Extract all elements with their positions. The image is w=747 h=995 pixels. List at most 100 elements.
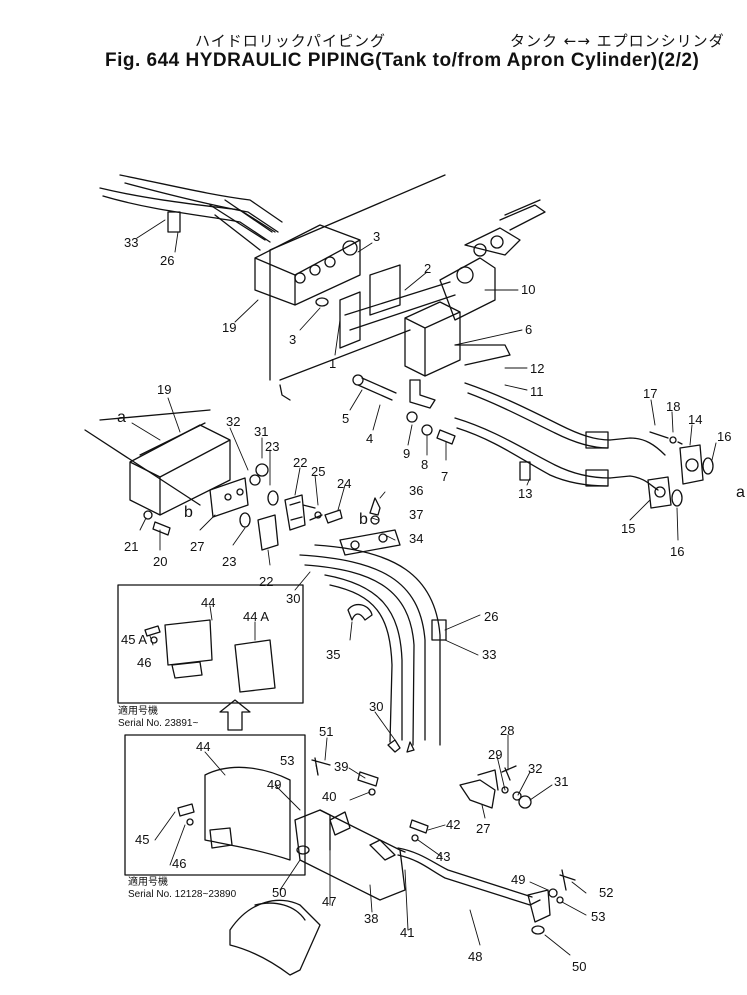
- callout-2: 2: [424, 261, 432, 276]
- callout-44: 44: [201, 595, 216, 610]
- callout-47: 47: [322, 894, 337, 909]
- callout-27: 27: [476, 821, 491, 836]
- figure-page: (2/2): [657, 50, 700, 71]
- fitting-22-upper: [284, 494, 306, 531]
- callout-16: 16: [670, 544, 685, 559]
- callout-32: 32: [226, 414, 241, 429]
- valve-body-6: [404, 301, 461, 377]
- callout-5: 5: [342, 411, 350, 426]
- leader-lines: [131, 219, 717, 956]
- callout-29: 29: [488, 747, 503, 762]
- callout-53: 53: [591, 909, 606, 924]
- flange-10: [439, 257, 496, 321]
- fitting-22-lower: [257, 514, 279, 551]
- callout-20: 20: [153, 554, 168, 569]
- callout-28: 28: [500, 723, 515, 738]
- callout-44: 44: [196, 739, 211, 754]
- hose-upper-outer: [99, 187, 276, 233]
- callout-45: 45: [135, 832, 150, 847]
- callout-a: a: [117, 409, 126, 426]
- callout-26: 26: [160, 253, 175, 268]
- callout-48: 48: [468, 949, 483, 964]
- callout-35: 35: [326, 647, 341, 662]
- callout-34: 34: [409, 531, 424, 546]
- hose-13: [464, 382, 611, 441]
- callout-52: 52: [599, 885, 614, 900]
- callout-6: 6: [525, 322, 533, 337]
- callout-3: 3: [289, 332, 297, 347]
- inset-upper-serial: Serial No. 23891~: [118, 717, 199, 729]
- frame-outline-upper: [269, 174, 446, 401]
- callout-16: 16: [717, 429, 732, 444]
- callout-15: 15: [621, 521, 636, 536]
- callout-3: 3: [373, 229, 381, 244]
- callout-33: 33: [482, 647, 497, 662]
- callout-13: 13: [518, 486, 533, 501]
- callout-41: 41: [400, 925, 415, 940]
- callout-49: 49: [267, 777, 282, 792]
- figure-title: Fig. 644 HYDRAULIC PIPING(Tank to/from A…: [105, 50, 699, 72]
- callout-31: 31: [554, 774, 569, 789]
- callout-42: 42: [446, 817, 461, 832]
- pipe-2: [344, 281, 456, 331]
- callout-b: b: [359, 511, 368, 528]
- callout-14: 14: [688, 412, 703, 427]
- callout-26: 26: [484, 609, 499, 624]
- callout-22: 22: [293, 455, 308, 470]
- callout-38: 38: [364, 911, 379, 926]
- cover-19: [129, 424, 231, 516]
- callout-1: 1: [329, 356, 337, 371]
- inset-lower-caption: 適用号機 Serial No. 12128~23890: [128, 877, 236, 900]
- fitting-48-end: [527, 889, 551, 923]
- callout-21: 21: [124, 539, 139, 554]
- callout-30: 30: [369, 699, 384, 714]
- callout-19: 19: [157, 382, 172, 397]
- title-japanese-right: タンク ←→ エプロンシリンダ: [510, 32, 725, 50]
- plate-44-inset-upper: [164, 619, 213, 666]
- callout-45A: 45 A: [121, 632, 148, 647]
- callout-23: 23: [265, 439, 280, 454]
- callout-50: 50: [272, 885, 287, 900]
- arrow-up: [219, 699, 251, 731]
- figure-number: Fig. 644: [105, 50, 180, 71]
- callout-53: 53: [280, 753, 295, 768]
- callout-32: 32: [528, 761, 543, 776]
- callout-25: 25: [311, 464, 326, 479]
- callout-b: b: [184, 504, 193, 521]
- callout-7: 7: [441, 469, 449, 484]
- figure-name: HYDRAULIC PIPING: [185, 50, 376, 71]
- plate-44A: [234, 639, 276, 693]
- hose-bundle: [299, 554, 426, 741]
- inset-box-lower: [124, 734, 306, 876]
- callout-22: 22: [259, 574, 274, 589]
- callout-40: 40: [322, 789, 337, 804]
- callout-11: 11: [530, 384, 544, 399]
- callout-39: 39: [334, 759, 349, 774]
- hose-upper-inner: [119, 174, 283, 223]
- callout-24: 24: [337, 476, 352, 491]
- callout-8: 8: [421, 457, 429, 472]
- hose-clamp-26-upper: [167, 211, 181, 233]
- inset-lower-jp: 適用号機: [128, 877, 168, 888]
- callout-43: 43: [436, 849, 451, 864]
- callout-30: 30: [286, 591, 301, 606]
- callout-46: 46: [137, 655, 152, 670]
- callout-12: 12: [530, 361, 545, 376]
- callout-23: 23: [222, 554, 237, 569]
- inset-box-upper: [117, 584, 304, 704]
- callout-9: 9: [403, 446, 411, 461]
- callout-51: 51: [319, 724, 334, 739]
- inset-upper-caption: 適用号機 Serial No. 23891~: [118, 706, 198, 729]
- clamp-34: [339, 529, 401, 556]
- callout-50: 50: [572, 959, 587, 974]
- inset-upper-jp: 適用号機: [118, 706, 158, 717]
- pipe-48: [397, 847, 541, 906]
- callout-17: 17: [643, 386, 658, 401]
- callout-27: 27: [190, 539, 205, 554]
- callout-36: 36: [409, 483, 424, 498]
- callout-31: 31: [254, 424, 269, 439]
- callout-19: 19: [222, 320, 237, 335]
- callout-a: a: [736, 484, 745, 501]
- callout-10: 10: [521, 282, 536, 297]
